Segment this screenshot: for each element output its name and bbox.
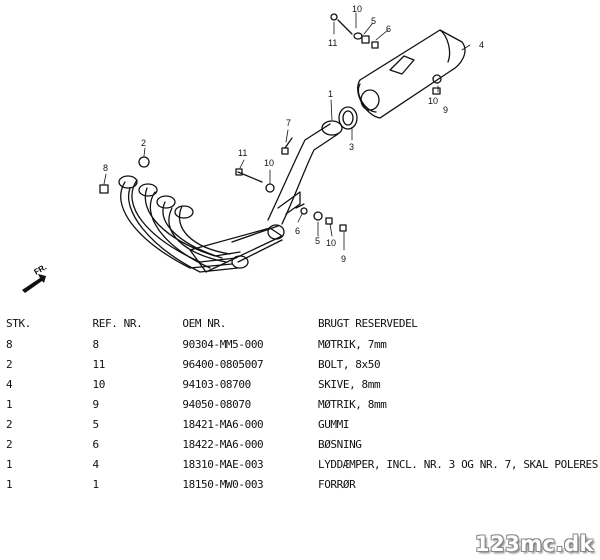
cell-ref: 11 <box>92 357 106 371</box>
cell-oem: 18422-MA6-000 <box>182 437 264 451</box>
front-pipe <box>267 120 343 225</box>
cell-part: BOLT, 8x50 <box>317 357 381 371</box>
table-header-row: STK. REF. NR. OEM NR. BRUGT RESERVEDEL <box>6 312 598 334</box>
callout-9-top: 9 <box>443 105 448 115</box>
cell-oem: 96400-0805007 <box>182 357 264 371</box>
callout-10-top: 10 <box>352 4 362 14</box>
header-flanges <box>118 175 194 219</box>
table-row: 8 8 90304-MM5-000 MØTRIK, 7mm <box>6 334 598 354</box>
callout-10-right: 10 <box>428 96 438 106</box>
cell-oem: 18421-MA6-000 <box>182 417 264 431</box>
cell-part: BØSNING <box>317 437 362 451</box>
table-row: 2 5 18421-MA6-000 GUMMI <box>6 414 598 434</box>
header-qty: STK. <box>6 316 31 330</box>
cell-part: MØTRIK, 7mm <box>317 337 387 351</box>
callout-7: 7 <box>286 118 291 128</box>
cell-part: FORRØR <box>317 477 356 491</box>
table-row: 1 1 18150-MW0-003 FORRØR <box>6 474 598 494</box>
cell-ref: 10 <box>92 377 106 391</box>
cell-oem: 18150-MW0-003 <box>182 477 264 491</box>
cell-qty: 1 <box>6 477 13 491</box>
header-ref: REF. NR. <box>92 316 143 330</box>
watermark-logo: 123mc.dk <box>474 532 594 556</box>
cell-qty: 4 <box>6 377 13 391</box>
cell-part: LYDDÆMPER, INCL. NR. 3 OG NR. 7, SKAL PO… <box>317 457 598 471</box>
cell-qty: 2 <box>6 437 13 451</box>
callout-9-bottom: 9 <box>341 254 346 264</box>
cell-oem: 90304-MM5-000 <box>182 337 264 351</box>
cell-qty: 1 <box>6 397 13 411</box>
cell-oem: 94050-08070 <box>182 397 251 411</box>
cell-qty: 2 <box>6 417 13 431</box>
cell-ref: 4 <box>92 457 100 471</box>
table-row: 2 11 96400-0805007 BOLT, 8x50 <box>6 354 598 374</box>
muffler <box>357 29 466 119</box>
cell-ref: 6 <box>92 437 100 451</box>
header-pipes <box>120 179 241 273</box>
header-oem: OEM NR. <box>182 316 226 330</box>
table-row: 1 9 94050-08070 MØTRIK, 8mm <box>6 394 598 414</box>
cell-part: GUMMI <box>317 417 350 431</box>
gasket <box>338 106 358 130</box>
leader-lines <box>103 12 471 251</box>
callout-3: 3 <box>349 142 354 152</box>
callout-1: 1 <box>328 89 333 99</box>
front-arrow-icon: FR. <box>22 262 48 293</box>
exhaust-parts-diagram: 1 2 3 4 5 5 6 6 7 8 9 9 10 10 10 10 11 1… <box>22 4 484 293</box>
cell-qty: 2 <box>6 357 13 371</box>
cell-qty: 8 <box>6 337 13 351</box>
table-row: 1 4 18310-MAE-003 LYDDÆMPER, INCL. NR. 3 OG… <box>6 454 598 474</box>
cell-ref: 8 <box>92 337 100 351</box>
callout-10-mid: 10 <box>264 158 274 168</box>
callout-11-top: 11 <box>328 38 337 48</box>
collector <box>189 224 285 273</box>
cell-ref: 9 <box>92 397 100 411</box>
front-label: FR. <box>33 262 49 276</box>
table-row: 2 6 18422-MA6-000 BØSNING <box>6 434 598 454</box>
callout-11-mid: 11 <box>238 148 247 158</box>
cell-qty: 1 <box>6 457 13 471</box>
callout-6-bottom: 6 <box>295 226 300 236</box>
header-part: BRUGT RESERVEDEL <box>317 316 418 330</box>
cell-ref: 1 <box>92 477 100 491</box>
callout-10-bottom: 10 <box>326 238 336 248</box>
table-row: 4 10 94103-08700 SKIVE, 8mm <box>6 374 598 394</box>
callout-5-bottom: 5 <box>315 236 320 246</box>
callout-6-top: 6 <box>386 24 391 34</box>
callout-2: 2 <box>141 138 146 148</box>
parts-table: STK. REF. NR. OEM NR. BRUGT RESERVEDEL 8… <box>6 312 598 494</box>
callout-8: 8 <box>103 163 108 173</box>
callout-5-top: 5 <box>371 16 376 26</box>
front-pipe-hardware <box>99 137 347 232</box>
muffler-hardware <box>330 13 442 95</box>
callout-4: 4 <box>479 40 484 50</box>
cell-part: SKIVE, 8mm <box>317 377 381 391</box>
cell-part: MØTRIK, 8mm <box>317 397 387 411</box>
cell-oem: 94103-08700 <box>182 377 251 391</box>
cell-oem: 18310-MAE-003 <box>182 457 264 471</box>
cell-ref: 5 <box>92 417 100 431</box>
